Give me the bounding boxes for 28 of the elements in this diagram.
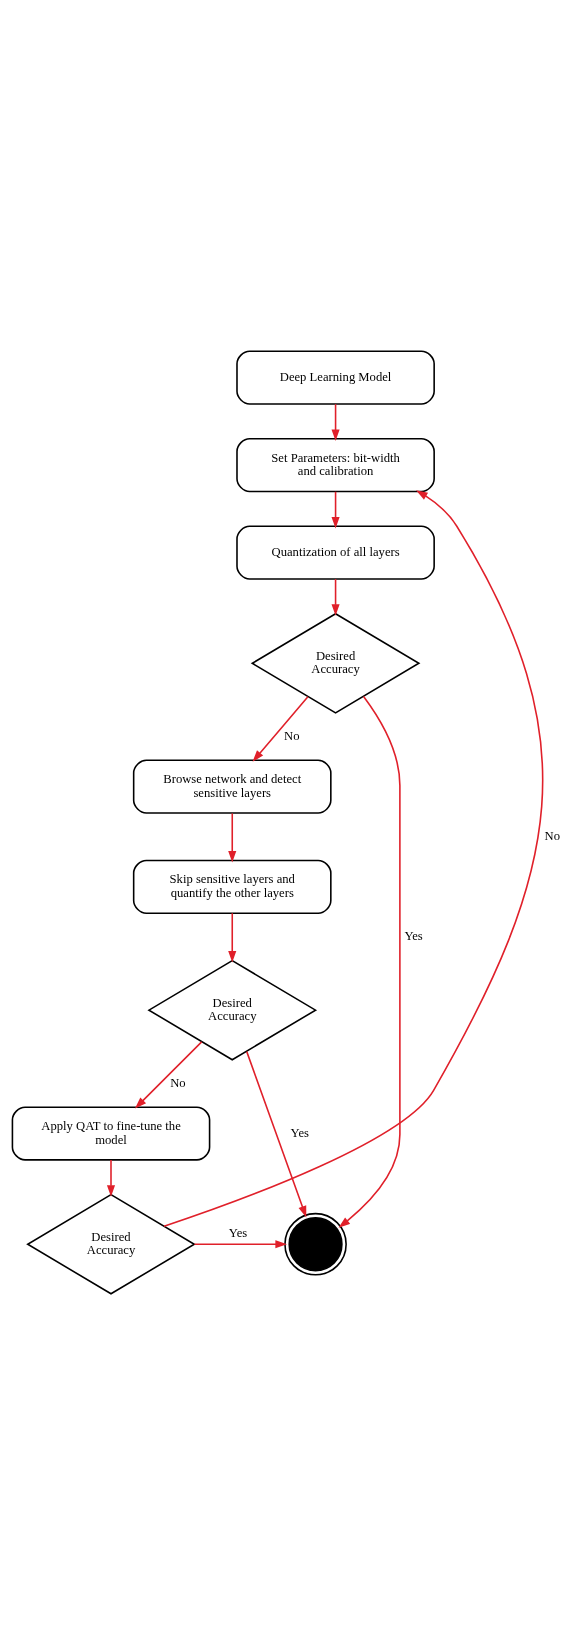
node-box: Skip sensitive layers and quantify the other layers — [132, 859, 332, 914]
node-diamond: Desired Accuracy — [147, 959, 318, 1061]
arrow — [193, 1239, 287, 1248]
edge-label: No — [544, 828, 560, 843]
node-box: Apply QAT to fine-tune the model — [11, 1105, 211, 1161]
arrow — [252, 695, 309, 762]
arrow — [163, 489, 544, 1227]
arrow — [106, 1158, 116, 1197]
arrow — [331, 577, 340, 616]
edge-label: Yes — [404, 928, 423, 943]
edge-label: No — [284, 728, 300, 743]
node-box: Quantization of all layers — [236, 524, 435, 580]
node-box: Browse network and detect sensitive layers — [132, 759, 332, 814]
node-box: Deep Learning Model — [236, 349, 435, 405]
arrow — [331, 490, 340, 529]
arrow — [228, 812, 237, 863]
edge-label: No — [170, 1075, 186, 1090]
edge-label: Yes — [290, 1125, 309, 1140]
arrow — [245, 1050, 307, 1217]
node-diamond: Desired Accuracy — [250, 612, 421, 714]
arrow — [228, 912, 237, 963]
arrow — [338, 695, 401, 1228]
edge-label: Yes — [228, 1225, 248, 1240]
arrow — [134, 1040, 203, 1108]
node-diamond: Desired Accuracy — [26, 1193, 196, 1295]
node-box: Set Parameters: bit-width and calibration — [236, 437, 435, 492]
arrow — [331, 402, 340, 441]
node-circle — [284, 1212, 347, 1276]
